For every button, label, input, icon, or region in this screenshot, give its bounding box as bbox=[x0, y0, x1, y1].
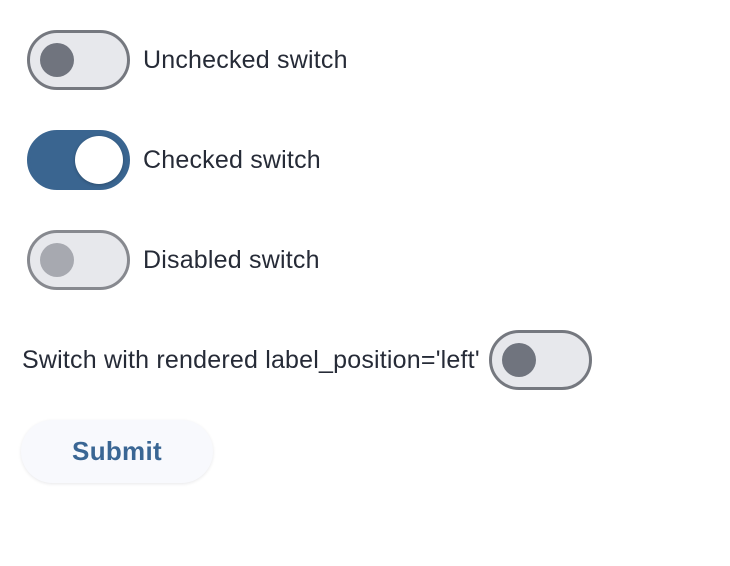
checked-switch-label: Checked switch bbox=[143, 146, 321, 174]
switch-row-unchecked: Unchecked switch bbox=[27, 30, 348, 90]
unchecked-switch[interactable] bbox=[27, 30, 130, 90]
unchecked-switch-label: Unchecked switch bbox=[143, 46, 348, 74]
switch-thumb bbox=[40, 243, 74, 277]
disabled-switch bbox=[27, 230, 130, 290]
switch-thumb bbox=[75, 136, 123, 184]
checked-switch[interactable] bbox=[27, 130, 130, 190]
submit-button[interactable]: Submit bbox=[21, 420, 213, 483]
switch-row-checked: Checked switch bbox=[27, 130, 321, 190]
switch-row-disabled: Disabled switch bbox=[27, 230, 320, 290]
label-left-switch[interactable] bbox=[488, 330, 592, 390]
switch-row-label-left: Switch with rendered label_position='lef… bbox=[22, 330, 592, 390]
switch-thumb bbox=[501, 343, 536, 377]
switch-thumb bbox=[40, 43, 74, 77]
label-left-switch-label: Switch with rendered label_position='lef… bbox=[22, 346, 480, 374]
disabled-switch-label: Disabled switch bbox=[143, 246, 320, 274]
